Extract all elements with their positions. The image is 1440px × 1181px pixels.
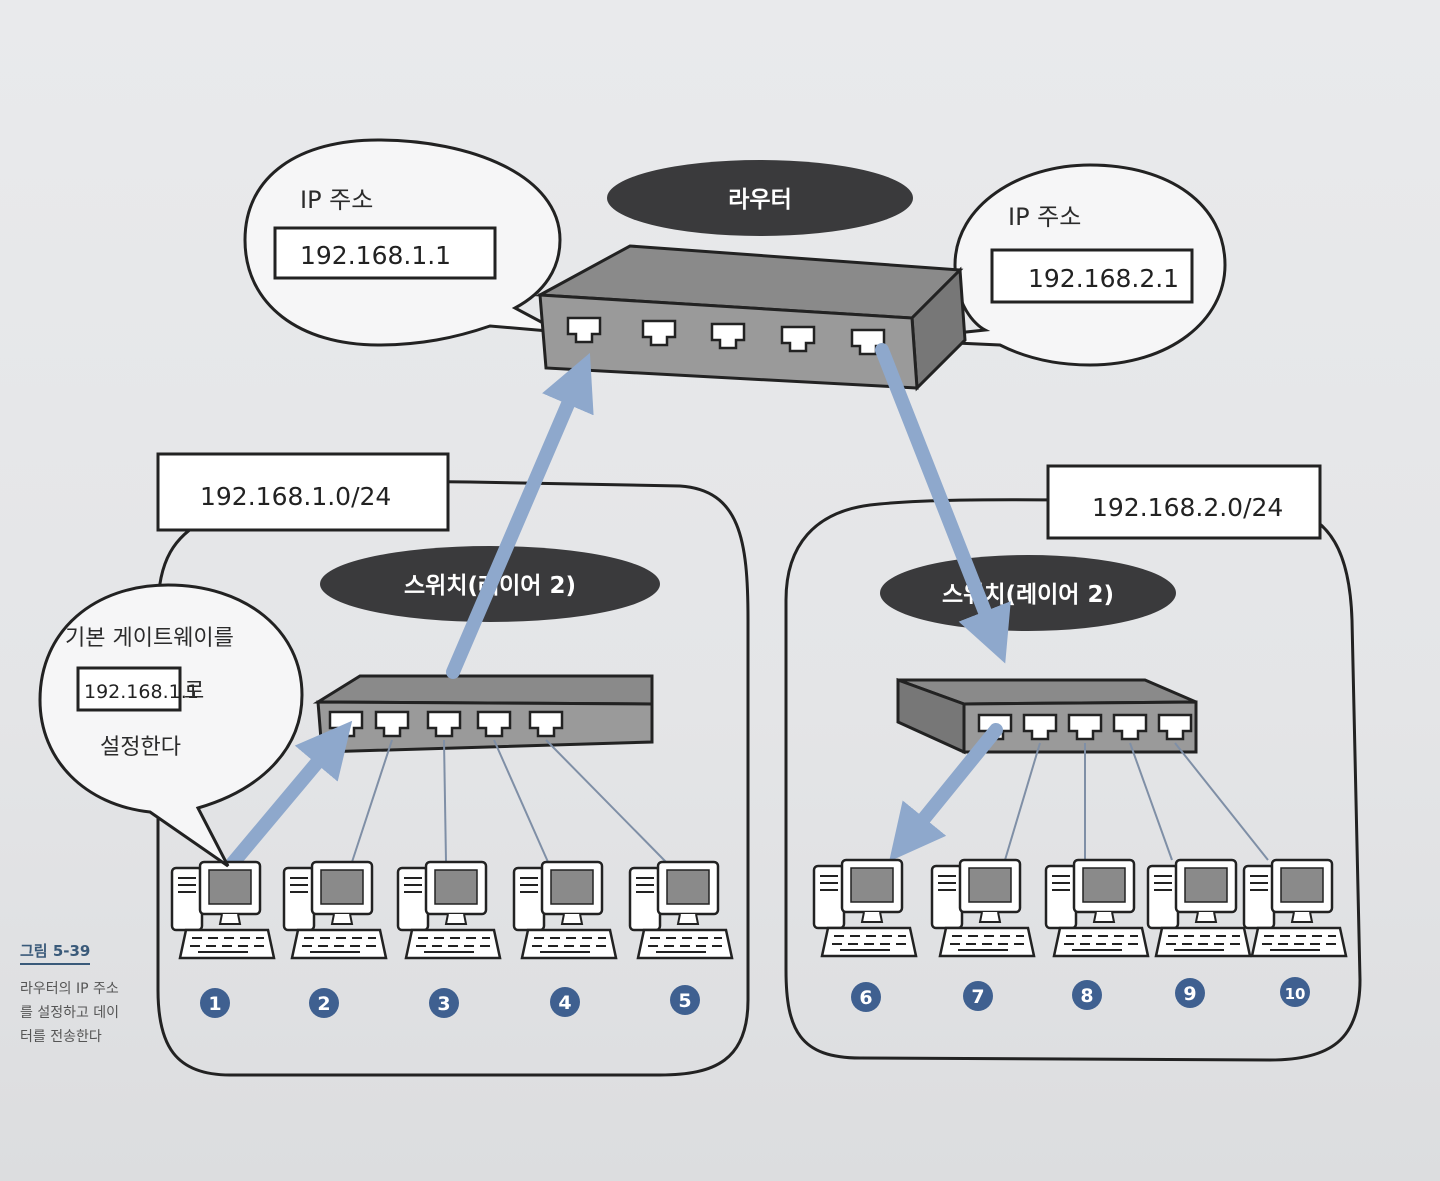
pc-group-left — [170, 860, 734, 960]
svg-text:2: 2 — [317, 993, 330, 1015]
pc-badge-6: 6 — [851, 982, 881, 1012]
svg-text:3: 3 — [437, 993, 450, 1015]
left-router-ip: 192.168.1.1 — [300, 241, 451, 270]
pc-badge-7: 7 — [963, 981, 993, 1011]
svg-text:6: 6 — [859, 987, 872, 1009]
right-router-ip: 192.168.2.1 — [1028, 264, 1179, 293]
switch-left-device — [312, 674, 654, 754]
svg-text:10: 10 — [1285, 985, 1306, 1003]
svg-text:9: 9 — [1183, 983, 1196, 1005]
gateway-line3: 설정한다 — [100, 735, 181, 760]
router-label-pill: 라우터 — [607, 160, 913, 236]
pc-badge-2: 2 — [309, 988, 339, 1018]
svg-text:4: 4 — [558, 992, 571, 1014]
svg-text:5: 5 — [678, 990, 691, 1012]
figure-description: 라우터의 IP 주소 를 설정하고 데이 터를 전송한다 — [20, 977, 140, 1049]
caption-line: 라우터의 IP 주소 — [20, 981, 119, 997]
figure-number: 그림 5-39 — [20, 940, 91, 965]
network-left-area: 192.168.1.0/24 — [156, 452, 750, 1077]
cables — [351, 739, 1269, 863]
caption-line: 를 설정하고 데이 — [20, 1005, 120, 1021]
network-right-area: 192.168.2.0/24 — [784, 464, 1362, 1062]
switch-right-pill: 스위치(레이어 2) — [880, 555, 1176, 631]
network-left-address: 192.168.1.0/24 — [200, 482, 391, 511]
pc-badge-8: 8 — [1072, 980, 1102, 1010]
network-right-address: 192.168.2.0/24 — [1092, 493, 1283, 522]
router-label: 라우터 — [728, 187, 791, 213]
svg-text:7: 7 — [971, 986, 984, 1008]
svg-text:8: 8 — [1080, 985, 1093, 1007]
svg-text:1: 1 — [208, 993, 221, 1015]
pc-badge-10: 10 — [1280, 977, 1310, 1007]
left-callout-title: IP 주소 — [300, 186, 373, 214]
switch-right-device — [896, 677, 1198, 755]
figure-caption: 그림 5-39 라우터의 IP 주소 를 설정하고 데이 터를 전송한다 — [20, 940, 140, 1049]
pc-number-badges: 1 2 3 4 5 6 7 8 9 10 — [200, 977, 1310, 1018]
right-callout-title: IP 주소 — [1008, 203, 1081, 231]
pc-badge-4: 4 — [550, 987, 580, 1017]
pc-badge-9: 9 — [1175, 978, 1205, 1008]
pc-badge-5: 5 — [670, 985, 700, 1015]
router-right-callout: IP 주소 192.168.2.1 — [889, 163, 1227, 367]
caption-line: 터를 전송한다 — [20, 1029, 102, 1045]
router-left-callout: IP 주소 192.168.1.1 — [243, 138, 562, 347]
pc-group-right — [812, 858, 1348, 958]
gateway-suffix: 로 — [184, 679, 204, 704]
pc-badge-1: 1 — [200, 988, 230, 1018]
gateway-line1: 기본 게이트웨이를 — [65, 626, 234, 651]
data-flow-arrows — [225, 343, 1011, 871]
router-device — [534, 244, 967, 392]
pc-badge-3: 3 — [429, 988, 459, 1018]
gateway-callout: 기본 게이트웨이를 192.168.1.1 로 설정한다 — [38, 583, 304, 868]
gateway-address: 192.168.1.1 — [84, 681, 199, 703]
